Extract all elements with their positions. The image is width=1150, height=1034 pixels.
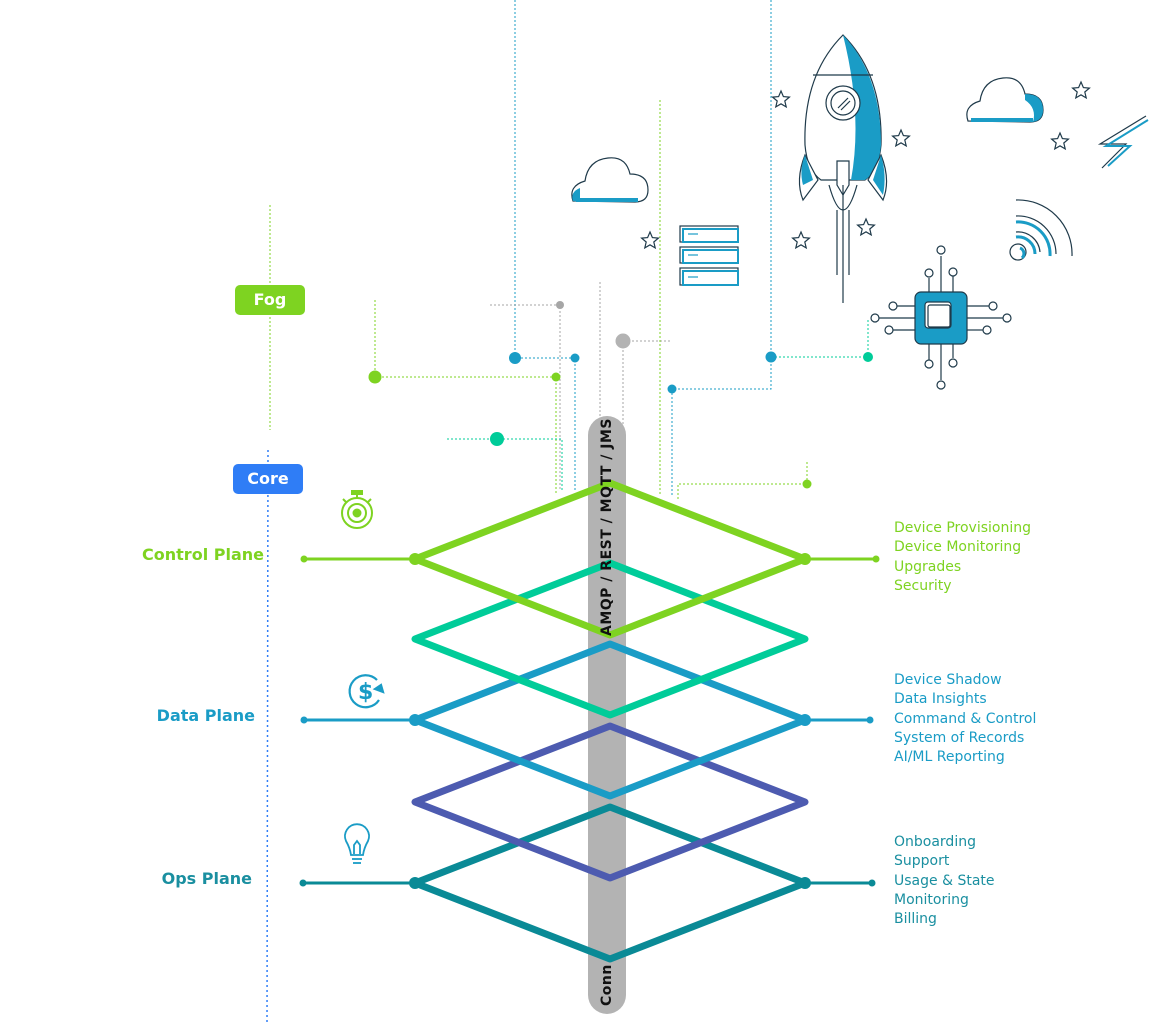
feature-item: Upgrades [894,558,962,575]
feature-item: Command & Control [894,710,1037,727]
data-plane-stub-dot [866,716,874,724]
feature-item: AI/ML Reporting [894,749,1005,766]
feature-item: Onboarding [894,834,976,850]
svg-text:$: $ [358,680,373,705]
control-plane-stub-dot [872,555,880,563]
node-dot [570,353,580,363]
teal-layer-diamond [411,559,809,719]
feature-item: Device Monitoring [894,539,1022,556]
control-plane-label: Control Plane [142,545,264,564]
chip-icon [870,245,1012,390]
node-dot [615,333,631,349]
connector-teal-1 [447,438,563,490]
connector-blue-1 [514,0,576,490]
node-dot [765,351,777,363]
feature-item: Usage & State [894,872,995,889]
feature-item: Support [894,853,950,870]
data-plane-stub-dot [300,716,308,724]
ops-plane-stub-dot [299,879,307,887]
control-plane-features: Device Provisioning Device Monitoring Up… [894,519,1031,596]
bus-bottom-label: Conn [599,964,615,1006]
feature-item: System of Records [894,729,1025,746]
cloud-icon [571,157,649,203]
rocket-icon [798,34,888,303]
plane-diamonds [411,479,809,963]
node-dot [667,384,677,394]
fog-badge: Fog [235,285,305,315]
cloud-icon [966,77,1044,123]
node-dot [509,352,521,364]
ops-plane-features: Onboarding Support Usage & State Monitor… [894,833,995,929]
node-dot [863,352,873,362]
connector-teal-2 [771,320,869,358]
lightning-icon [1097,115,1149,169]
feature-item: Security [894,577,952,594]
data-plane-diamond [411,640,809,800]
dollar-cycle-icon: $ [348,674,385,709]
node-dot [556,301,564,309]
data-plane-features: Device Shadow Data Insights Command & Co… [894,671,1036,767]
lightbulb-icon [344,823,370,864]
control-plane-diamond [411,479,809,639]
data-plane-label: Data Plane [156,706,255,725]
feature-item: Monitoring [894,891,969,908]
connector-grey-3 [622,340,670,430]
node-dot [551,372,561,382]
connector-green-1 [374,300,557,495]
purple-layer-diamond [411,722,809,882]
ops-plane-diamond [411,803,809,963]
decor-illustrations [571,34,1149,390]
wifi-signal-icon [1009,199,1073,261]
core-badge: Core [233,464,303,494]
node-dot [802,479,812,489]
feature-item: Billing [894,911,937,928]
feature-item: Data Insights [894,691,987,708]
feature-item: Device Provisioning [894,520,1031,536]
bus-protocols-label: AMQP / REST / MQTT / JMS [599,418,615,636]
ops-plane-label: Ops Plane [161,869,252,888]
node-dot [368,370,382,384]
node-dot [490,432,504,446]
core-guide-line [266,449,269,1026]
ops-plane-stub-dot [868,879,876,887]
stopwatch-gear-icon [341,490,373,529]
feature-item: Device Shadow [894,672,1002,688]
connector-green-3 [677,462,808,500]
connector-blue-2 [671,0,772,495]
control-plane-stub-dot [300,555,308,563]
connector-grey-1 [490,304,561,490]
server-stack-icon [679,225,739,286]
star-icon [640,80,1091,250]
connector-nodes [368,301,873,489]
